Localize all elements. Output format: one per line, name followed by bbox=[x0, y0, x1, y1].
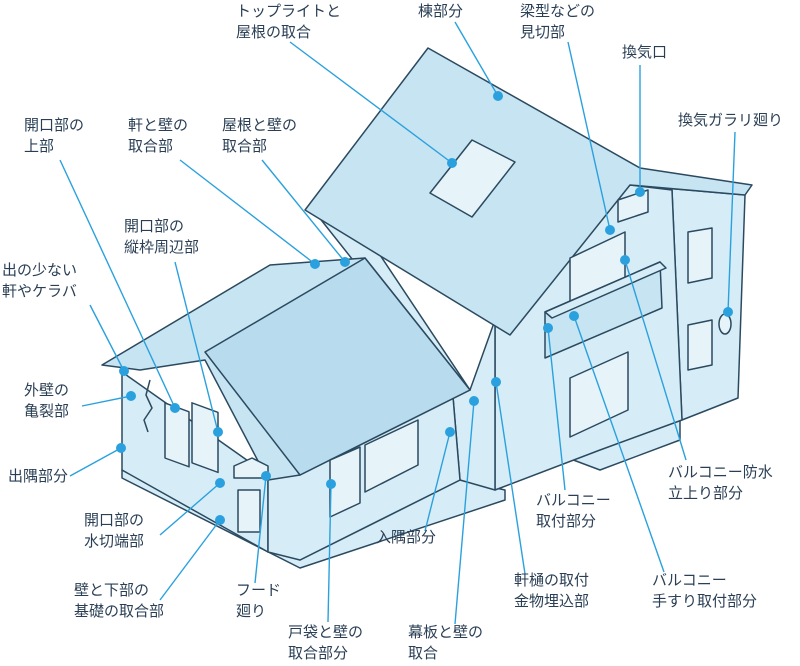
leader-line-opening-top bbox=[59, 159, 176, 409]
marker-dot-opening-jamb bbox=[213, 427, 223, 437]
label-opening-jamb: 開口部の縦枠周辺部 bbox=[124, 217, 200, 256]
leader-line-gutter bbox=[495, 381, 526, 575]
main-roof bbox=[304, 47, 753, 336]
marker-dot-vent bbox=[635, 187, 645, 197]
marker-dot-gallery bbox=[723, 307, 733, 317]
leader-line-shutter bbox=[327, 483, 332, 623]
leader-line-hood bbox=[254, 475, 267, 584]
label-balcony-water: バルコニー防水立上り部分 bbox=[668, 463, 773, 502]
label-vent: 換気口 bbox=[622, 43, 668, 61]
label-in-corner: 入隅部分 bbox=[376, 528, 437, 546]
label-ridge: 棟部分 bbox=[418, 2, 464, 20]
balcony-top bbox=[544, 261, 667, 319]
box-near-hood bbox=[237, 489, 261, 533]
leader-line-fascia bbox=[454, 400, 475, 625]
marker-dot-shutter bbox=[326, 479, 336, 489]
marker-dot-beam bbox=[605, 225, 615, 235]
leader-line-eave-wall bbox=[179, 159, 316, 265]
label-toplight: トップライトと屋根の取合 bbox=[236, 2, 342, 41]
marker-dot-roof-wall bbox=[340, 257, 350, 267]
marker-dot-out-corner bbox=[116, 443, 126, 453]
leader-line-roof-wall bbox=[261, 159, 346, 263]
label-sill: 開口部の水切端部 bbox=[84, 511, 145, 550]
marker-dot-eave-wall bbox=[310, 259, 320, 269]
marker-dot-hood bbox=[261, 471, 271, 481]
label-base: 壁と下部の基礎の取合部 bbox=[74, 581, 165, 620]
window-left-1 bbox=[164, 402, 190, 468]
marker-dot-crack bbox=[126, 391, 136, 401]
marker-dot-sill bbox=[215, 478, 225, 488]
round-vent bbox=[718, 313, 732, 335]
house-illustration bbox=[101, 47, 753, 569]
callout-lines bbox=[59, 21, 736, 625]
leader-line-beam bbox=[567, 41, 611, 231]
leader-line-in-corner bbox=[424, 431, 451, 532]
marker-dot-in-corner bbox=[445, 427, 455, 437]
right-window-top bbox=[687, 227, 713, 284]
label-gutter: 軒樋の取付金物埋込部 bbox=[514, 571, 590, 610]
upper-window-b bbox=[569, 351, 629, 438]
marker-dot-base bbox=[215, 515, 225, 525]
label-beam: 梁型などの見切部 bbox=[520, 2, 596, 41]
marker-dot-short-eave bbox=[119, 366, 129, 376]
marker-dot-gutter bbox=[491, 377, 501, 387]
marker-dot-balcony-mount bbox=[543, 323, 553, 333]
label-balcony-rail: バルコニー手すり取付部分 bbox=[652, 571, 758, 610]
label-hood: フード廻り bbox=[236, 581, 282, 620]
marker-dot-balcony-water bbox=[620, 255, 630, 265]
leader-line-opening-jamb bbox=[174, 261, 219, 433]
label-roof-wall: 屋根と壁の取合部 bbox=[222, 116, 298, 155]
leader-line-gallery bbox=[727, 131, 736, 313]
toplight bbox=[429, 139, 516, 218]
leader-line-crack bbox=[81, 395, 132, 407]
leader-line-short-eave bbox=[89, 304, 125, 372]
label-short-eave: 出の少ない軒やケラバ bbox=[2, 261, 78, 300]
label-shutter: 戸袋と壁の取合部分 bbox=[288, 623, 364, 662]
label-balcony-mount: バルコニー取付部分 bbox=[536, 491, 611, 530]
leader-line-ridge bbox=[454, 21, 499, 97]
label-gallery: 換気ガラリ廻り bbox=[678, 111, 784, 129]
leader-line-out-corner bbox=[69, 447, 122, 477]
lower-roof-front-face bbox=[204, 257, 471, 476]
marker-dot-balcony-rail bbox=[569, 311, 579, 321]
front-window bbox=[364, 419, 419, 493]
leader-line-balcony-mount bbox=[547, 327, 566, 491]
marker-dot-opening-top bbox=[170, 403, 180, 413]
marker-dot-ridge bbox=[493, 91, 503, 101]
marker-dot-toplight bbox=[447, 158, 457, 168]
marker-dot-fascia bbox=[469, 396, 479, 406]
label-eave-wall: 軒と壁の取合部 bbox=[128, 116, 189, 155]
label-crack: 外壁の亀裂部 bbox=[24, 381, 70, 420]
right-window-low bbox=[687, 319, 713, 371]
label-out-corner: 出隅部分 bbox=[8, 467, 69, 485]
label-opening-top: 開口部の上部 bbox=[24, 116, 85, 155]
leader-line-balcony-water bbox=[624, 259, 687, 461]
label-fascia: 幕板と壁の取合 bbox=[408, 623, 484, 662]
leader-line-base bbox=[159, 519, 221, 601]
wall-crack bbox=[143, 379, 153, 433]
leader-line-toplight bbox=[289, 41, 453, 164]
leader-line-sill bbox=[159, 482, 221, 536]
leader-line-balcony-rail bbox=[573, 315, 665, 573]
window-left-2 bbox=[191, 402, 219, 474]
